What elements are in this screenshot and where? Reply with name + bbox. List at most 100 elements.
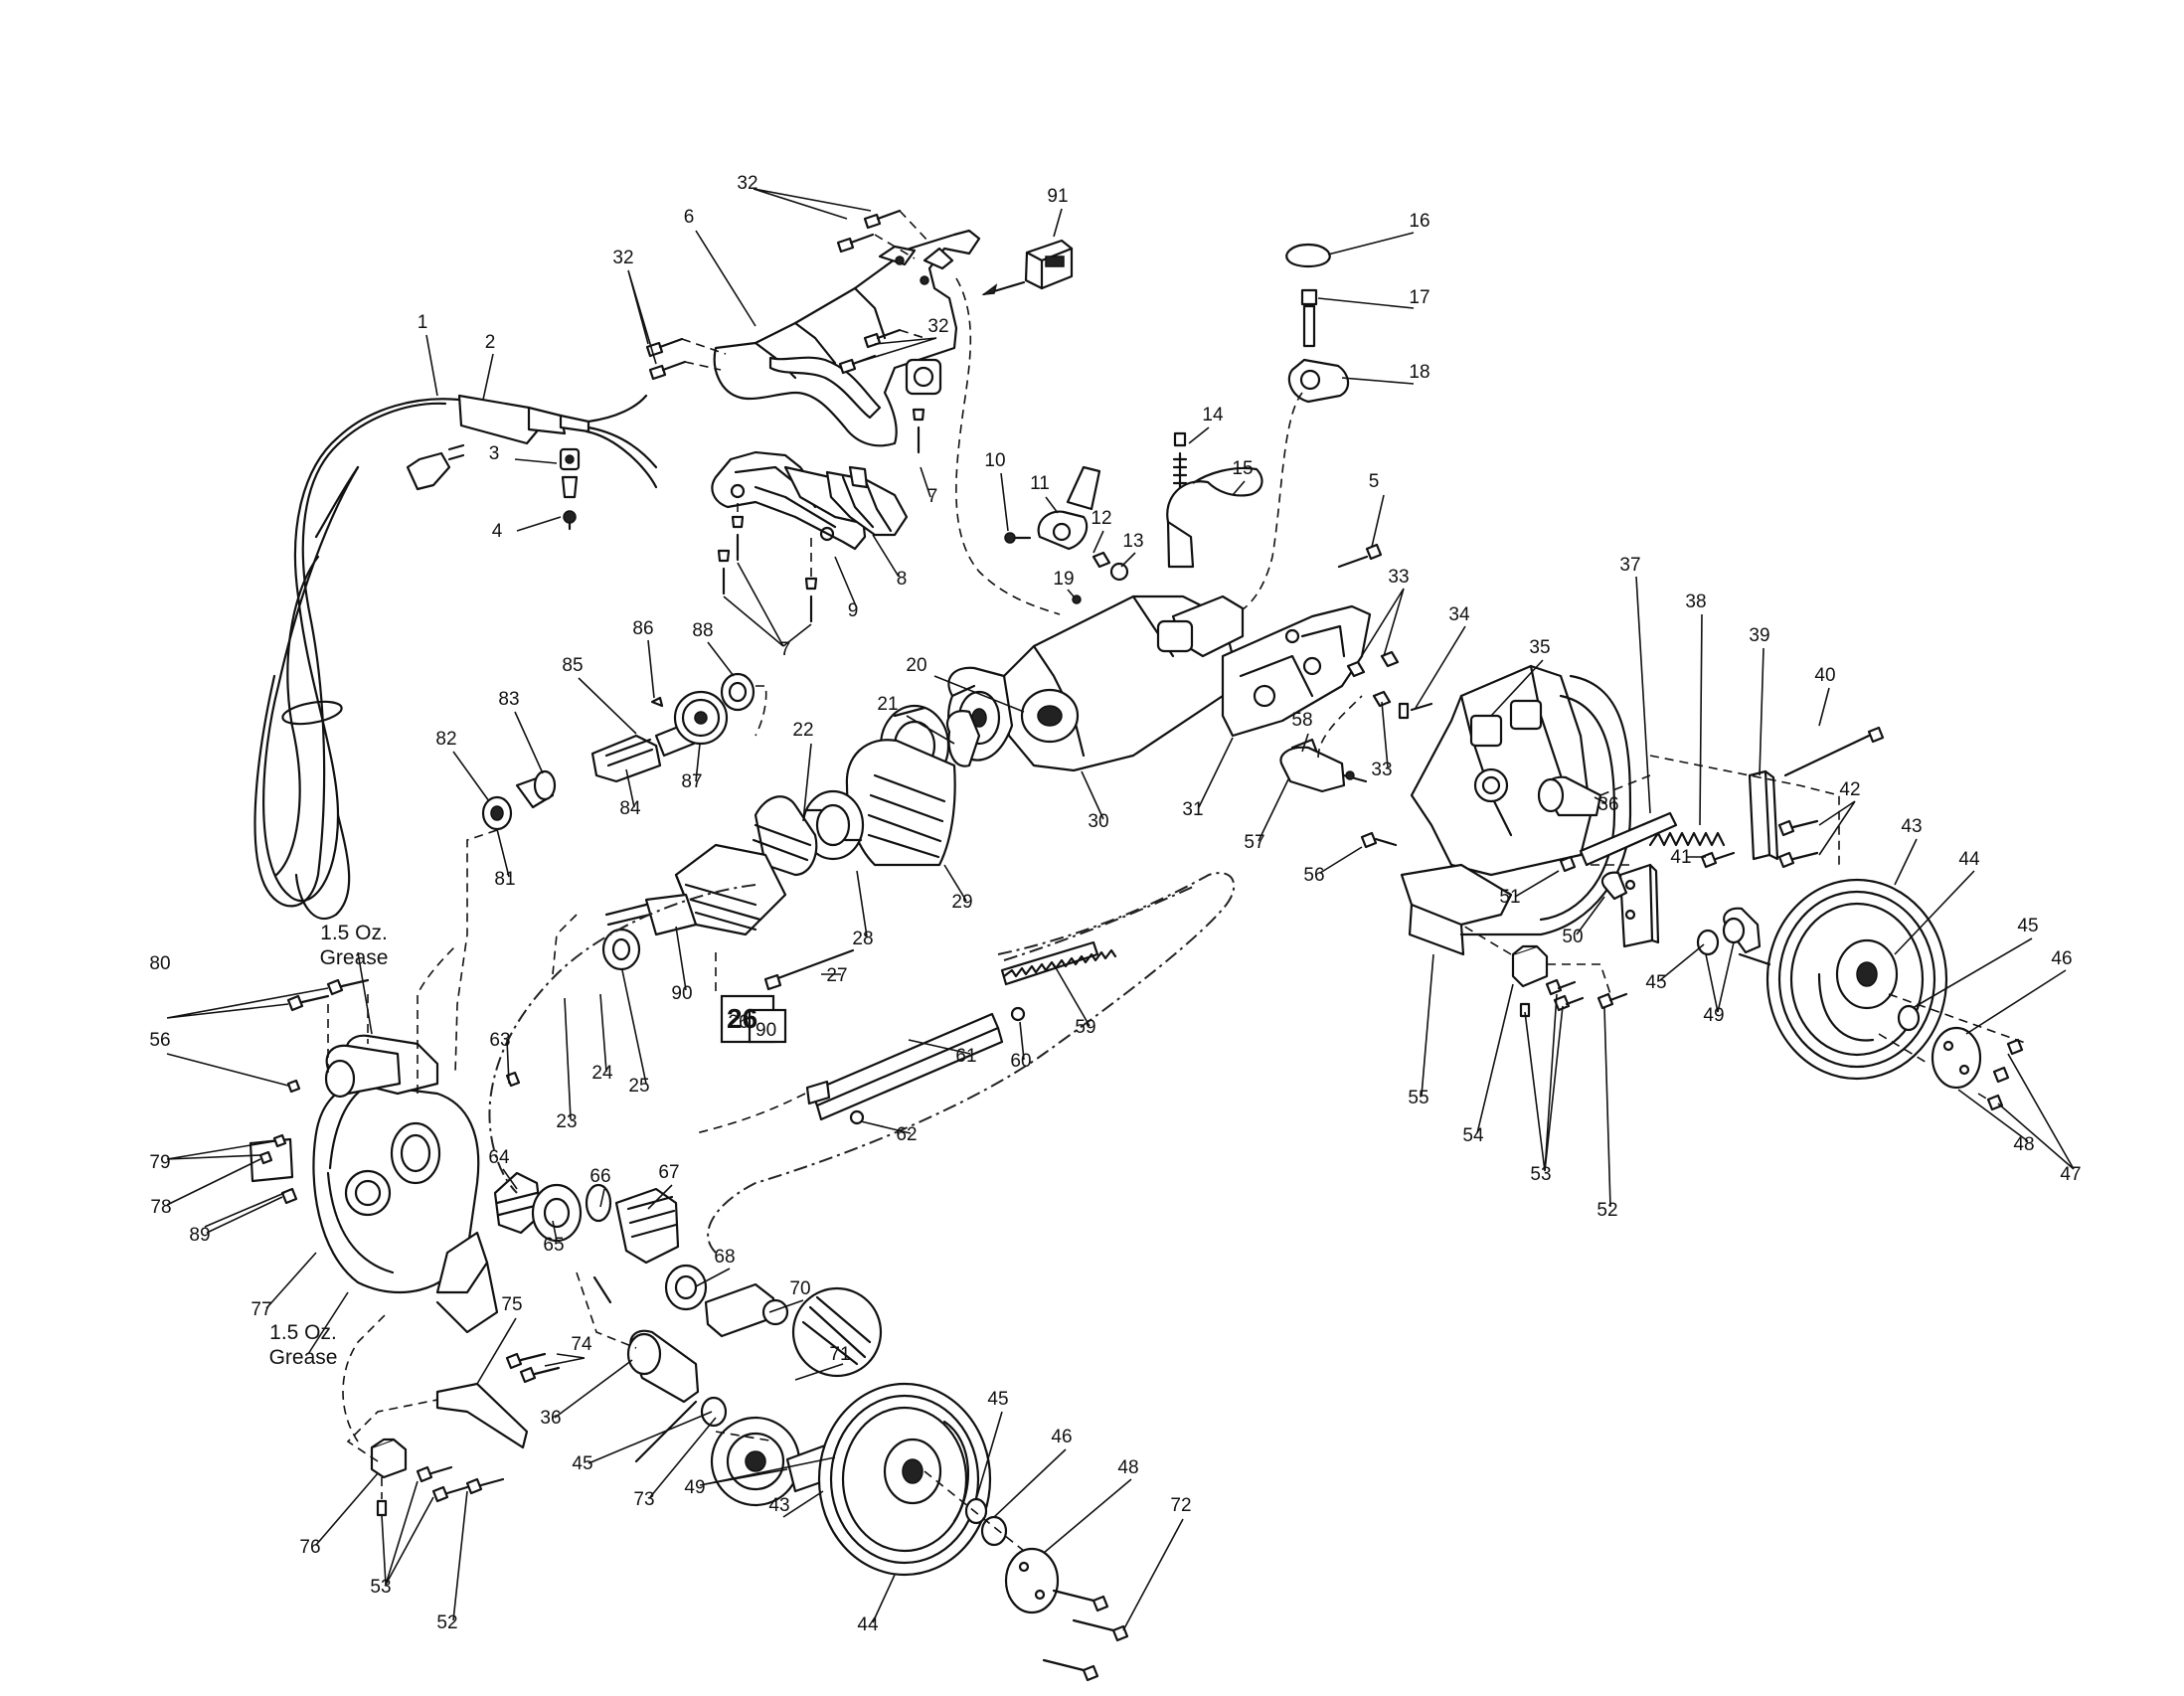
part-number-label: 50 (1562, 927, 1583, 947)
part-number-label: 65 (543, 1235, 564, 1256)
motor (601, 704, 981, 994)
part-number-label: 28 (852, 929, 873, 949)
part-number-label: 71 (829, 1344, 850, 1365)
part-number-label: 33 (1371, 760, 1392, 780)
grease-note-line: Grease (269, 1346, 338, 1369)
part-number-label: 73 (633, 1489, 654, 1510)
part-number-label: 30 (1088, 811, 1108, 832)
part-number-label: 45 (572, 1453, 592, 1474)
part-number-label: 22 (792, 720, 813, 741)
part-number-label: 79 (149, 1152, 170, 1173)
part-number-label: 27 (826, 965, 847, 986)
part-number-label: 60 (1010, 1051, 1031, 1072)
part-number-label: 43 (768, 1495, 789, 1516)
part-number-label: 5 (1369, 471, 1380, 492)
part-number-label: 67 (658, 1162, 679, 1183)
motor-housing (947, 594, 1372, 772)
part-number-label: 34 (1448, 604, 1470, 625)
small-parts-right (1279, 543, 1433, 793)
part-number-label: 44 (857, 1614, 879, 1635)
part-number-label: 39 (1749, 625, 1769, 646)
kit-box: 26 90 (720, 994, 787, 1044)
part-number-label: 78 (150, 1197, 171, 1218)
part-number-label: 88 (692, 620, 713, 641)
part-number-label: 55 (1408, 1088, 1428, 1108)
part-number-label: 43 (1901, 816, 1922, 837)
part-number-label: 64 (488, 1147, 510, 1168)
part-number-label: 31 (1182, 799, 1203, 820)
part-number-label: 84 (619, 798, 641, 819)
part-number-label: 32 (927, 316, 948, 337)
power-cord (253, 394, 658, 921)
right-wheel (1696, 878, 2029, 1111)
part-number-label: 63 (489, 1030, 510, 1051)
part-number-label: 10 (984, 450, 1005, 471)
lower-left-hardware (342, 1311, 561, 1517)
part-number-label: 42 (1839, 779, 1860, 800)
part-number-label: 33 (1388, 567, 1409, 588)
screws-7 (717, 408, 925, 623)
part-number-label: 35 (1529, 637, 1550, 658)
part-number-label: 4 (492, 521, 503, 542)
part-number-label: 82 (435, 729, 456, 750)
grease-note-line: 1.5 Oz. (269, 1321, 337, 1344)
part-number-label: 90 (671, 983, 692, 1004)
part-number-label: 89 (189, 1225, 210, 1246)
part-number-label: 3 (489, 443, 500, 464)
part-number-label: 17 (1409, 287, 1429, 308)
right-frame (1360, 664, 1651, 956)
part-number-label: 72 (1170, 1495, 1191, 1516)
part-number-label: 52 (436, 1612, 457, 1633)
part-number-label: 32 (737, 173, 757, 194)
part-number-label: 36 (540, 1408, 561, 1429)
part-number-label: 21 (877, 694, 898, 715)
part-number-label: 53 (370, 1577, 391, 1598)
lower-wheel (817, 1382, 1129, 1682)
part-number-label: 46 (2051, 948, 2072, 969)
part-number-label: 1 (418, 312, 428, 333)
part-number-label: 2 (485, 332, 496, 353)
part-number-label: 32 (612, 248, 633, 268)
part-number-label: 45 (1645, 972, 1666, 993)
part-number-label: 45 (987, 1389, 1008, 1410)
kit-number: 26 (727, 1003, 757, 1034)
part-number-label: 7 (780, 639, 791, 660)
part-number-label: 56 (1303, 865, 1324, 886)
blade-and-guard (488, 872, 1236, 1254)
part-number-label: 70 (789, 1278, 810, 1299)
part-number-label: 47 (2060, 1164, 2081, 1185)
leader-lines (166, 188, 2075, 1631)
part-number-label: 7 (927, 486, 938, 507)
part-number-label: 59 (1075, 1017, 1095, 1038)
part-number-label: 38 (1685, 592, 1706, 612)
part-number-label: 56 (149, 1030, 170, 1051)
part-number-label: 83 (498, 689, 519, 710)
part-number-label: 76 (299, 1537, 320, 1558)
part-number-label: 74 (571, 1334, 592, 1355)
part-number-label: 46 (1051, 1427, 1072, 1447)
part-number-label: 15 (1232, 458, 1253, 479)
part-number-label: 18 (1409, 362, 1429, 383)
part-number-label: 20 (906, 655, 926, 676)
part-number-label: 91 (1047, 186, 1068, 207)
part-number-label: 13 (1122, 531, 1143, 552)
part-number-label: 85 (562, 655, 583, 676)
right-lower-hardware (1460, 924, 1628, 1018)
part-number-label: 41 (1670, 847, 1691, 868)
part-number-label: 75 (501, 1294, 522, 1315)
part-number-label: 9 (848, 600, 859, 621)
part-number-label: 52 (1596, 1200, 1617, 1221)
brush-parts (1004, 243, 1350, 617)
part-number-label: 23 (556, 1111, 577, 1132)
part-number-label: 58 (1291, 710, 1312, 731)
part-number-label: 49 (1703, 1005, 1724, 1026)
part-number-label: 86 (632, 618, 653, 639)
part-number-label: 66 (589, 1166, 610, 1187)
part-number-label: 80 (149, 953, 170, 974)
grease-note-line: Grease (320, 946, 389, 969)
part-number-label: 14 (1202, 405, 1224, 425)
part-number-label: 62 (896, 1124, 917, 1145)
part-number-label: 81 (494, 869, 515, 890)
part-number-label: 48 (2013, 1134, 2034, 1155)
